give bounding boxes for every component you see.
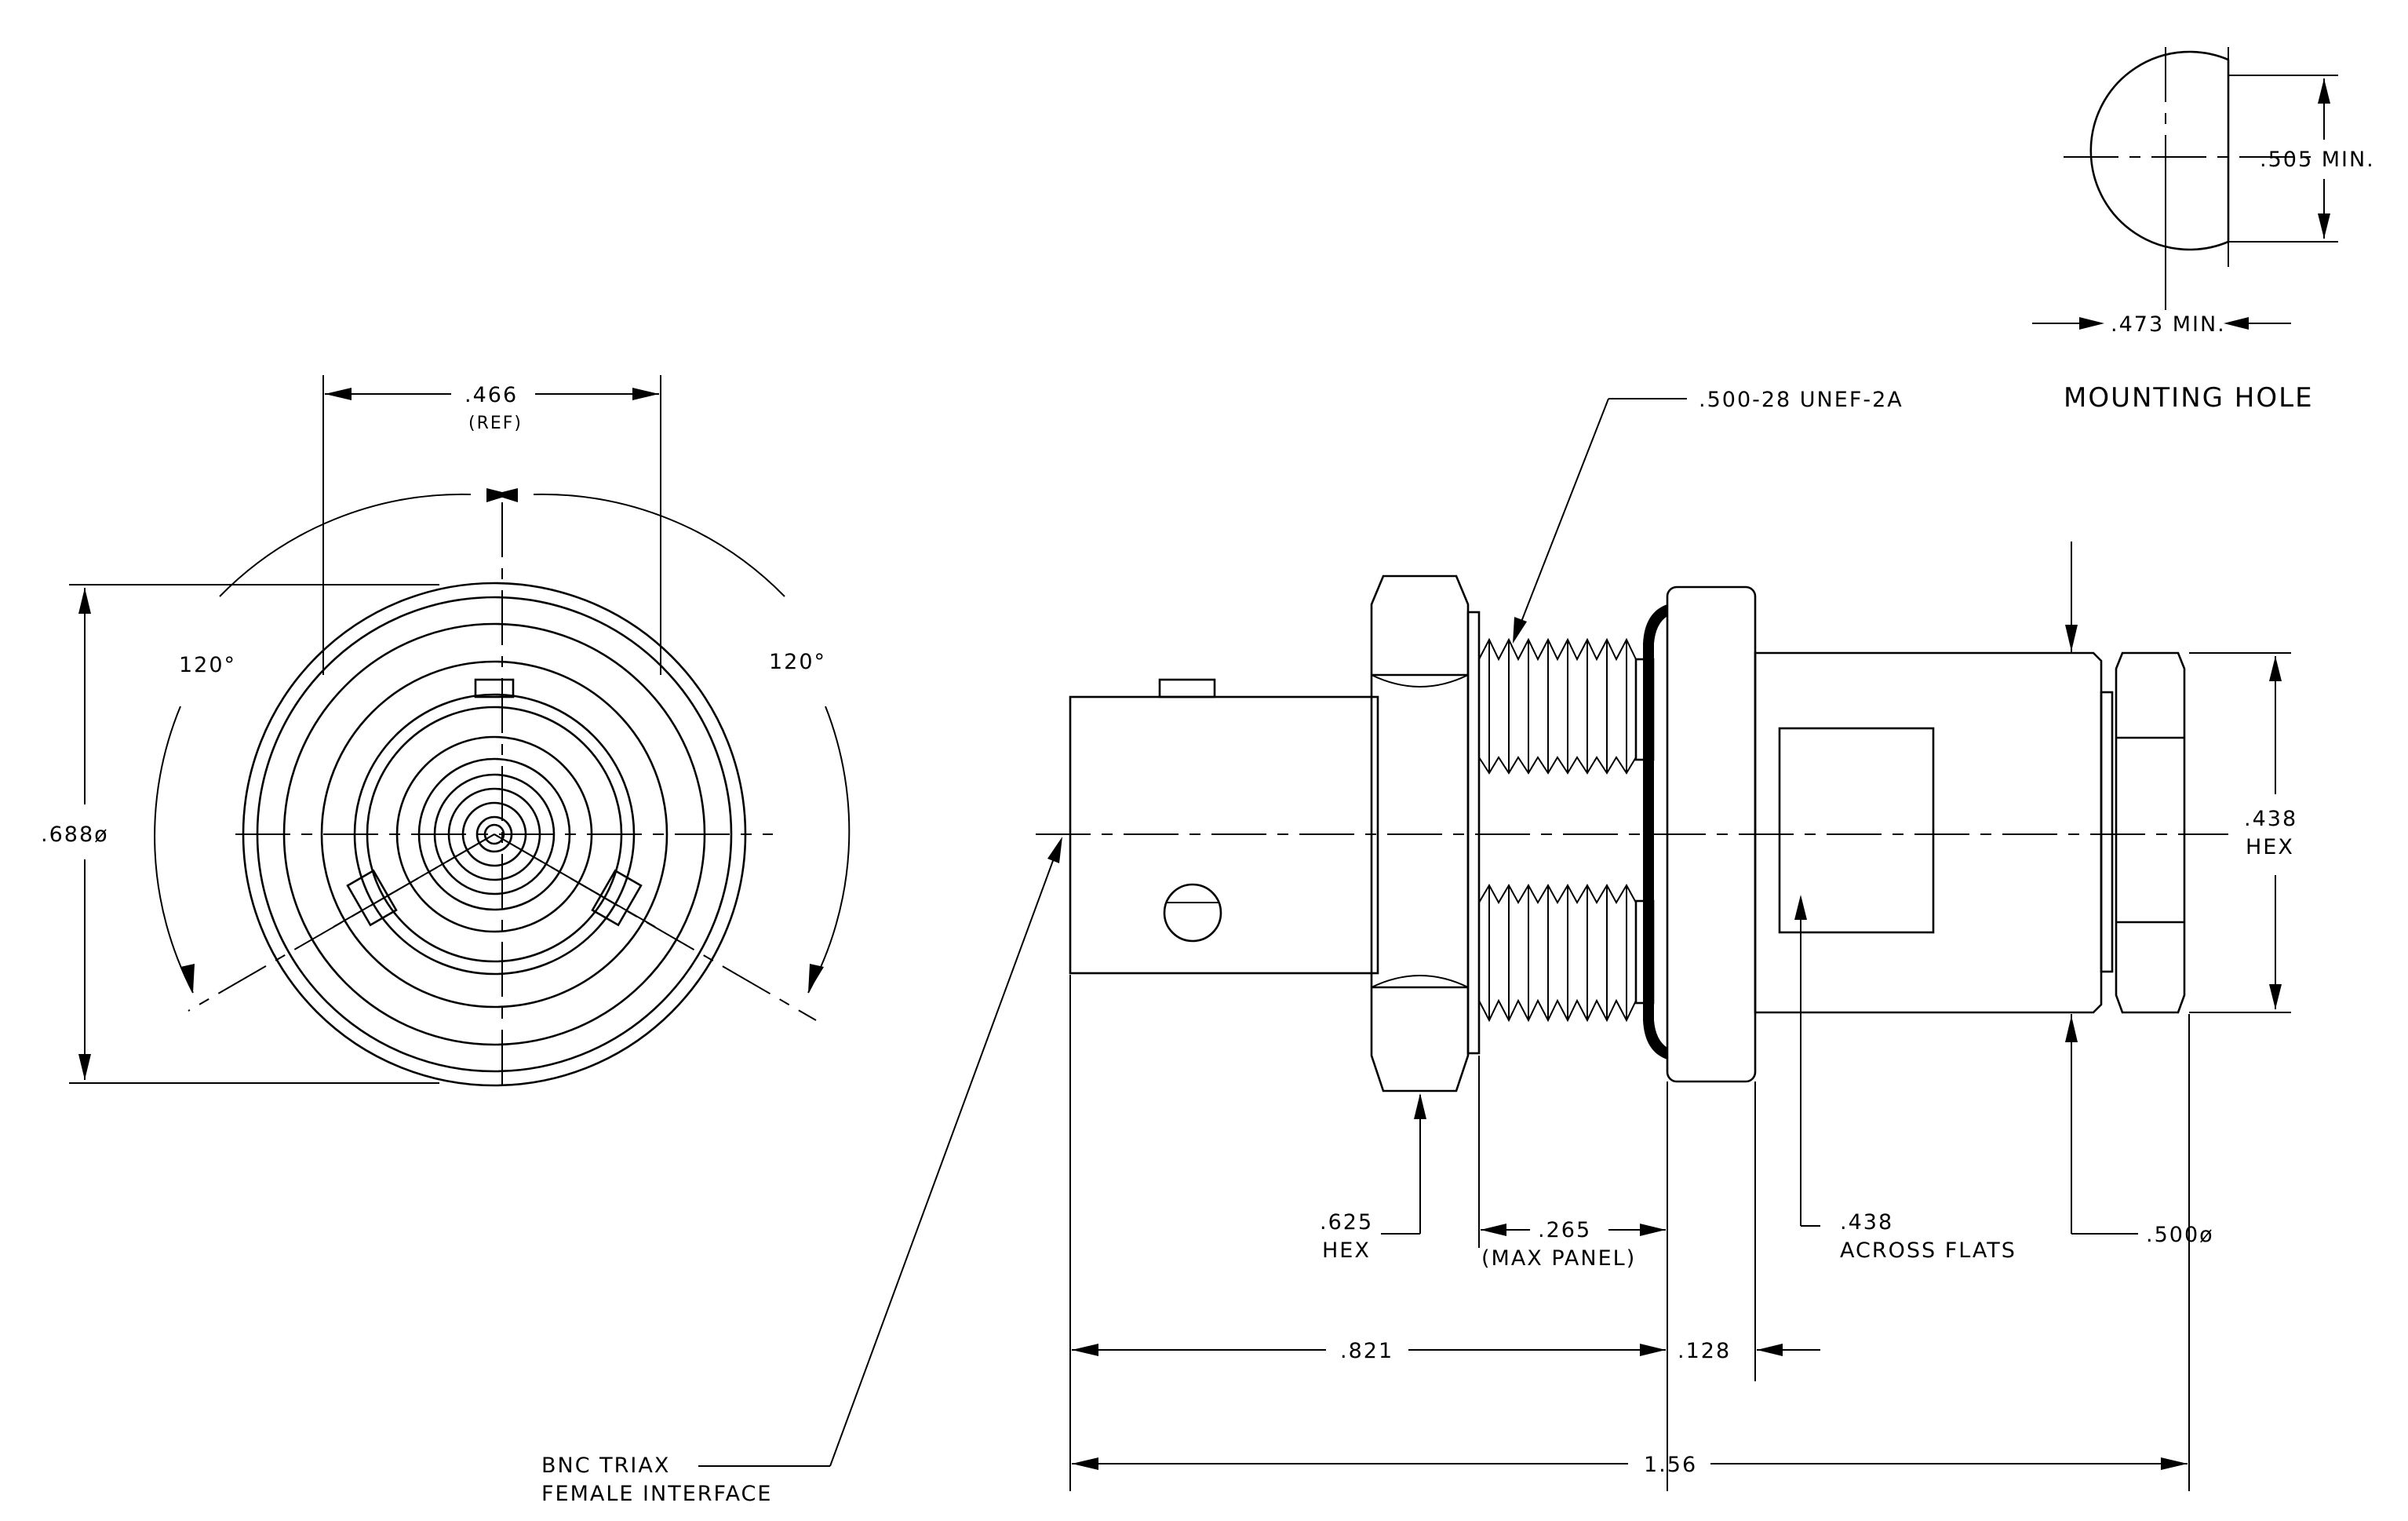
front-view: .466 (REF) 120° 120° .688ø [41,375,851,1095]
angle-left-label: 120° [179,653,236,677]
bayonet-stud-top [1158,678,1216,698]
arrow-icon [493,488,518,502]
interface-leader [829,843,1060,1467]
arrow-icon [78,588,91,614]
arrow-icon [1757,1344,1783,1356]
angle-right-label: 120° [769,650,826,674]
len-front-label: .821 [1340,1339,1393,1363]
arrow-icon [325,388,352,400]
arrow-icon [2269,656,2282,681]
thread-leader [1514,398,1609,640]
arrow-icon [2318,213,2330,239]
hex-nut-chamfer-bottom [1371,975,1469,988]
arrow-icon [1640,1344,1666,1356]
interface-line2: FEMALE INTERFACE [541,1482,772,1506]
arrow-icon [1072,1457,1098,1470]
side-view: .500-28 UNEF-2A .500ø .438 HEX .625 HEX … [541,388,2297,1506]
arrow-icon [2318,78,2330,104]
body-circle [320,660,668,1009]
mounting-hole-view: .505 MIN. .473 MIN. MOUNTING HOLE [2032,47,2375,414]
arrow-icon [1513,617,1527,644]
flats-label: ACROSS FLATS [1840,1238,2016,1263]
arrow-icon [2269,984,2282,1009]
hex-nut-chamfer-top [1371,674,1469,688]
flats-value: .438 [1840,1210,1893,1235]
arrow-icon [1072,1344,1098,1356]
angle-arc-right-upper [533,493,785,597]
mh-width-label: .473 MIN. [2111,312,2226,337]
mh-title: MOUNTING HOLE [2064,382,2314,414]
rear-hex [2115,651,2186,1014]
arrow-icon [2079,317,2104,330]
nut-label: HEX [1322,1238,1371,1263]
gasket [1643,604,1667,1060]
dim-466-note: (REF) [468,414,523,433]
arrow-icon [1640,1224,1666,1236]
mh-height-label: .505 MIN. [2260,148,2375,172]
left-key-slot [346,869,398,927]
radial-centerline-right [494,833,817,1021]
dim-688-label: .688ø [41,823,109,847]
arrow-icon [78,1054,91,1080]
arrow-icon [632,388,659,400]
radial-centerline-left [188,833,495,1012]
len-flange-label: .128 [1678,1339,1731,1363]
thread-lower [1478,883,1637,1023]
arrow-icon [180,964,195,993]
nut-value: .625 [1320,1210,1373,1235]
wrench-flat [1778,727,1935,934]
arrow-icon [1414,1093,1426,1119]
panel-value: .265 [1538,1218,1591,1242]
arrow-icon [2224,317,2249,330]
arrow-icon [1794,895,1807,920]
angle-arc-right-lower [807,706,851,994]
arrow-icon [1047,837,1062,863]
angle-arc-left-upper [219,493,472,597]
arrow-icon [808,964,824,993]
interface-line1: BNC TRIAX [541,1454,670,1478]
top-key-slot [474,678,515,698]
thread-upper [1478,637,1637,775]
right-key-slot [591,869,643,927]
rear-neck [2100,691,2114,973]
angle-arc-left-lower [154,706,194,994]
body-diameter-label: .500ø [2146,1223,2214,1247]
thread-label: .500-28 UNEF-2A [1699,388,1903,412]
mounting-hole-outline [2089,50,2230,251]
hex-small-value: .438 [2244,807,2297,831]
hex-nut [1370,574,1470,1092]
len-total-label: 1.56 [1644,1453,1697,1477]
arrow-icon [2161,1457,2188,1470]
dim-466-label: .466 [464,383,518,407]
bayonet-stud-side [1163,883,1222,943]
arrow-icon [2065,625,2078,651]
arrow-icon [1481,1224,1506,1236]
arrow-icon [2065,1016,2078,1042]
lock-washer [1466,611,1481,1055]
panel-label: (MAX PANEL) [1481,1246,1636,1271]
rear-body [1754,651,2103,1014]
hex-small-label: HEX [2246,835,2294,859]
